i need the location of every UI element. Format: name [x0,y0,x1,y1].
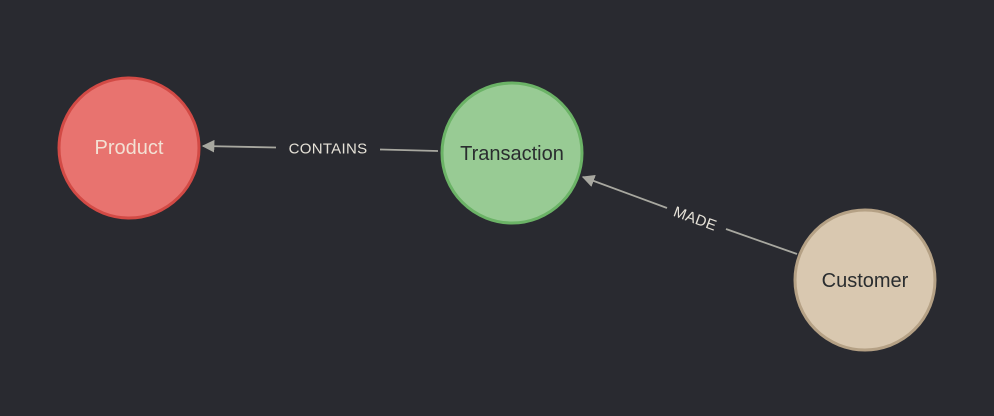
node-transaction-circle[interactable] [440,81,584,225]
edge-contains-line-right [379,148,439,152]
edge-contains-line-left [201,139,277,153]
edge-made-line-lower [725,228,798,255]
node-customer-circle[interactable] [793,208,937,352]
edge-made-line-upper [581,175,668,209]
node-customer[interactable]: Customer [793,208,937,352]
edge-contains[interactable]: CONTAINS [201,139,439,158]
node-transaction[interactable]: Transaction [440,81,584,225]
edge-made[interactable]: MADE [581,175,798,255]
edge-contains-label: CONTAINS [289,141,368,158]
node-product[interactable]: Product [57,76,201,220]
edge-made-label: MADE [671,203,719,234]
node-product-circle[interactable] [57,76,201,220]
